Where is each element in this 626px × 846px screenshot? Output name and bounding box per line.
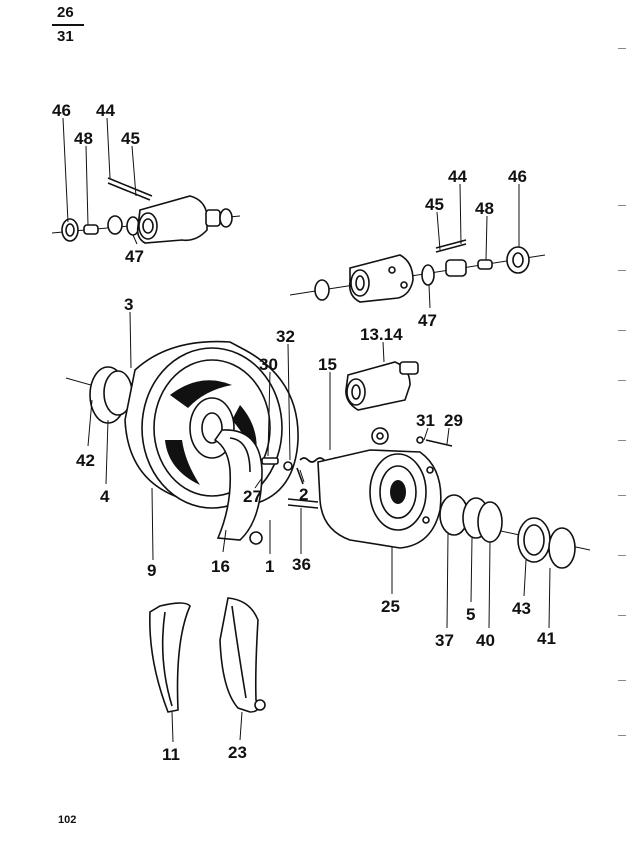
margin-tick: [618, 680, 626, 681]
callout-15: 15: [318, 355, 337, 374]
callout-48-right: 48: [475, 199, 494, 218]
margin-tick: [618, 270, 626, 271]
callout-27: 27: [243, 487, 262, 506]
callout-9: 9: [147, 561, 156, 580]
upper-right-wheel-cylinder-group: [289, 239, 546, 303]
loose-brake-shoes: [149, 597, 266, 713]
bearing-rings: [439, 494, 591, 569]
backing-plate-housing: [317, 427, 453, 549]
callout-31: 31: [416, 411, 435, 430]
margin-tick: [618, 380, 626, 381]
margin-tick: [618, 735, 626, 736]
callout-16: 16: [211, 557, 230, 576]
callout-43: 43: [512, 599, 531, 618]
callout-23: 23: [228, 743, 247, 762]
margin-tick: [618, 440, 626, 441]
callout-48-left: 48: [74, 129, 93, 148]
callout-41: 41: [537, 629, 556, 648]
callout-leader-lines: [62, 117, 551, 743]
callout-46-left: 46: [52, 101, 71, 120]
callout-29: 29: [444, 411, 463, 430]
page-number: 102: [58, 814, 77, 826]
callout-13-14: 13.14: [360, 325, 403, 344]
callout-1: 1: [265, 557, 274, 576]
margin-tick: [618, 205, 626, 206]
margin-tick: [618, 555, 626, 556]
wheel-cylinder-13-14: [345, 361, 419, 411]
callout-3: 3: [124, 295, 133, 314]
callout-46-right: 46: [508, 167, 527, 186]
group-number-bottom: 31: [57, 28, 74, 45]
margin-tick: [618, 495, 626, 496]
callout-45-left: 45: [121, 129, 140, 148]
callout-42: 42: [76, 451, 95, 470]
fraction-bar: [52, 24, 84, 26]
callout-47-left: 47: [125, 247, 144, 266]
callout-45-right: 45: [425, 195, 444, 214]
callout-44-left: 44: [96, 101, 115, 120]
callout-25: 25: [381, 597, 400, 616]
margin-tick: [618, 330, 626, 331]
callout-labels: 46 44 48 45 47 44 46 45 48 47 3 32 30 13…: [52, 101, 556, 764]
margin-tick: [618, 48, 626, 49]
margin-tick: [618, 615, 626, 616]
callout-32: 32: [276, 327, 295, 346]
callout-5: 5: [466, 605, 475, 624]
callout-47-right: 47: [418, 311, 437, 330]
callout-2: 2: [299, 485, 308, 504]
callout-30: 30: [259, 355, 278, 374]
callout-4: 4: [100, 487, 110, 506]
callout-44-right: 44: [448, 167, 467, 186]
callout-36: 36: [292, 555, 311, 574]
upper-left-wheel-cylinder-group: [51, 177, 241, 244]
group-number-top: 26: [57, 4, 74, 21]
callout-40: 40: [476, 631, 495, 650]
installed-brake-shoe: [213, 429, 263, 545]
callout-11: 11: [162, 745, 180, 764]
callout-37: 37: [435, 631, 454, 650]
